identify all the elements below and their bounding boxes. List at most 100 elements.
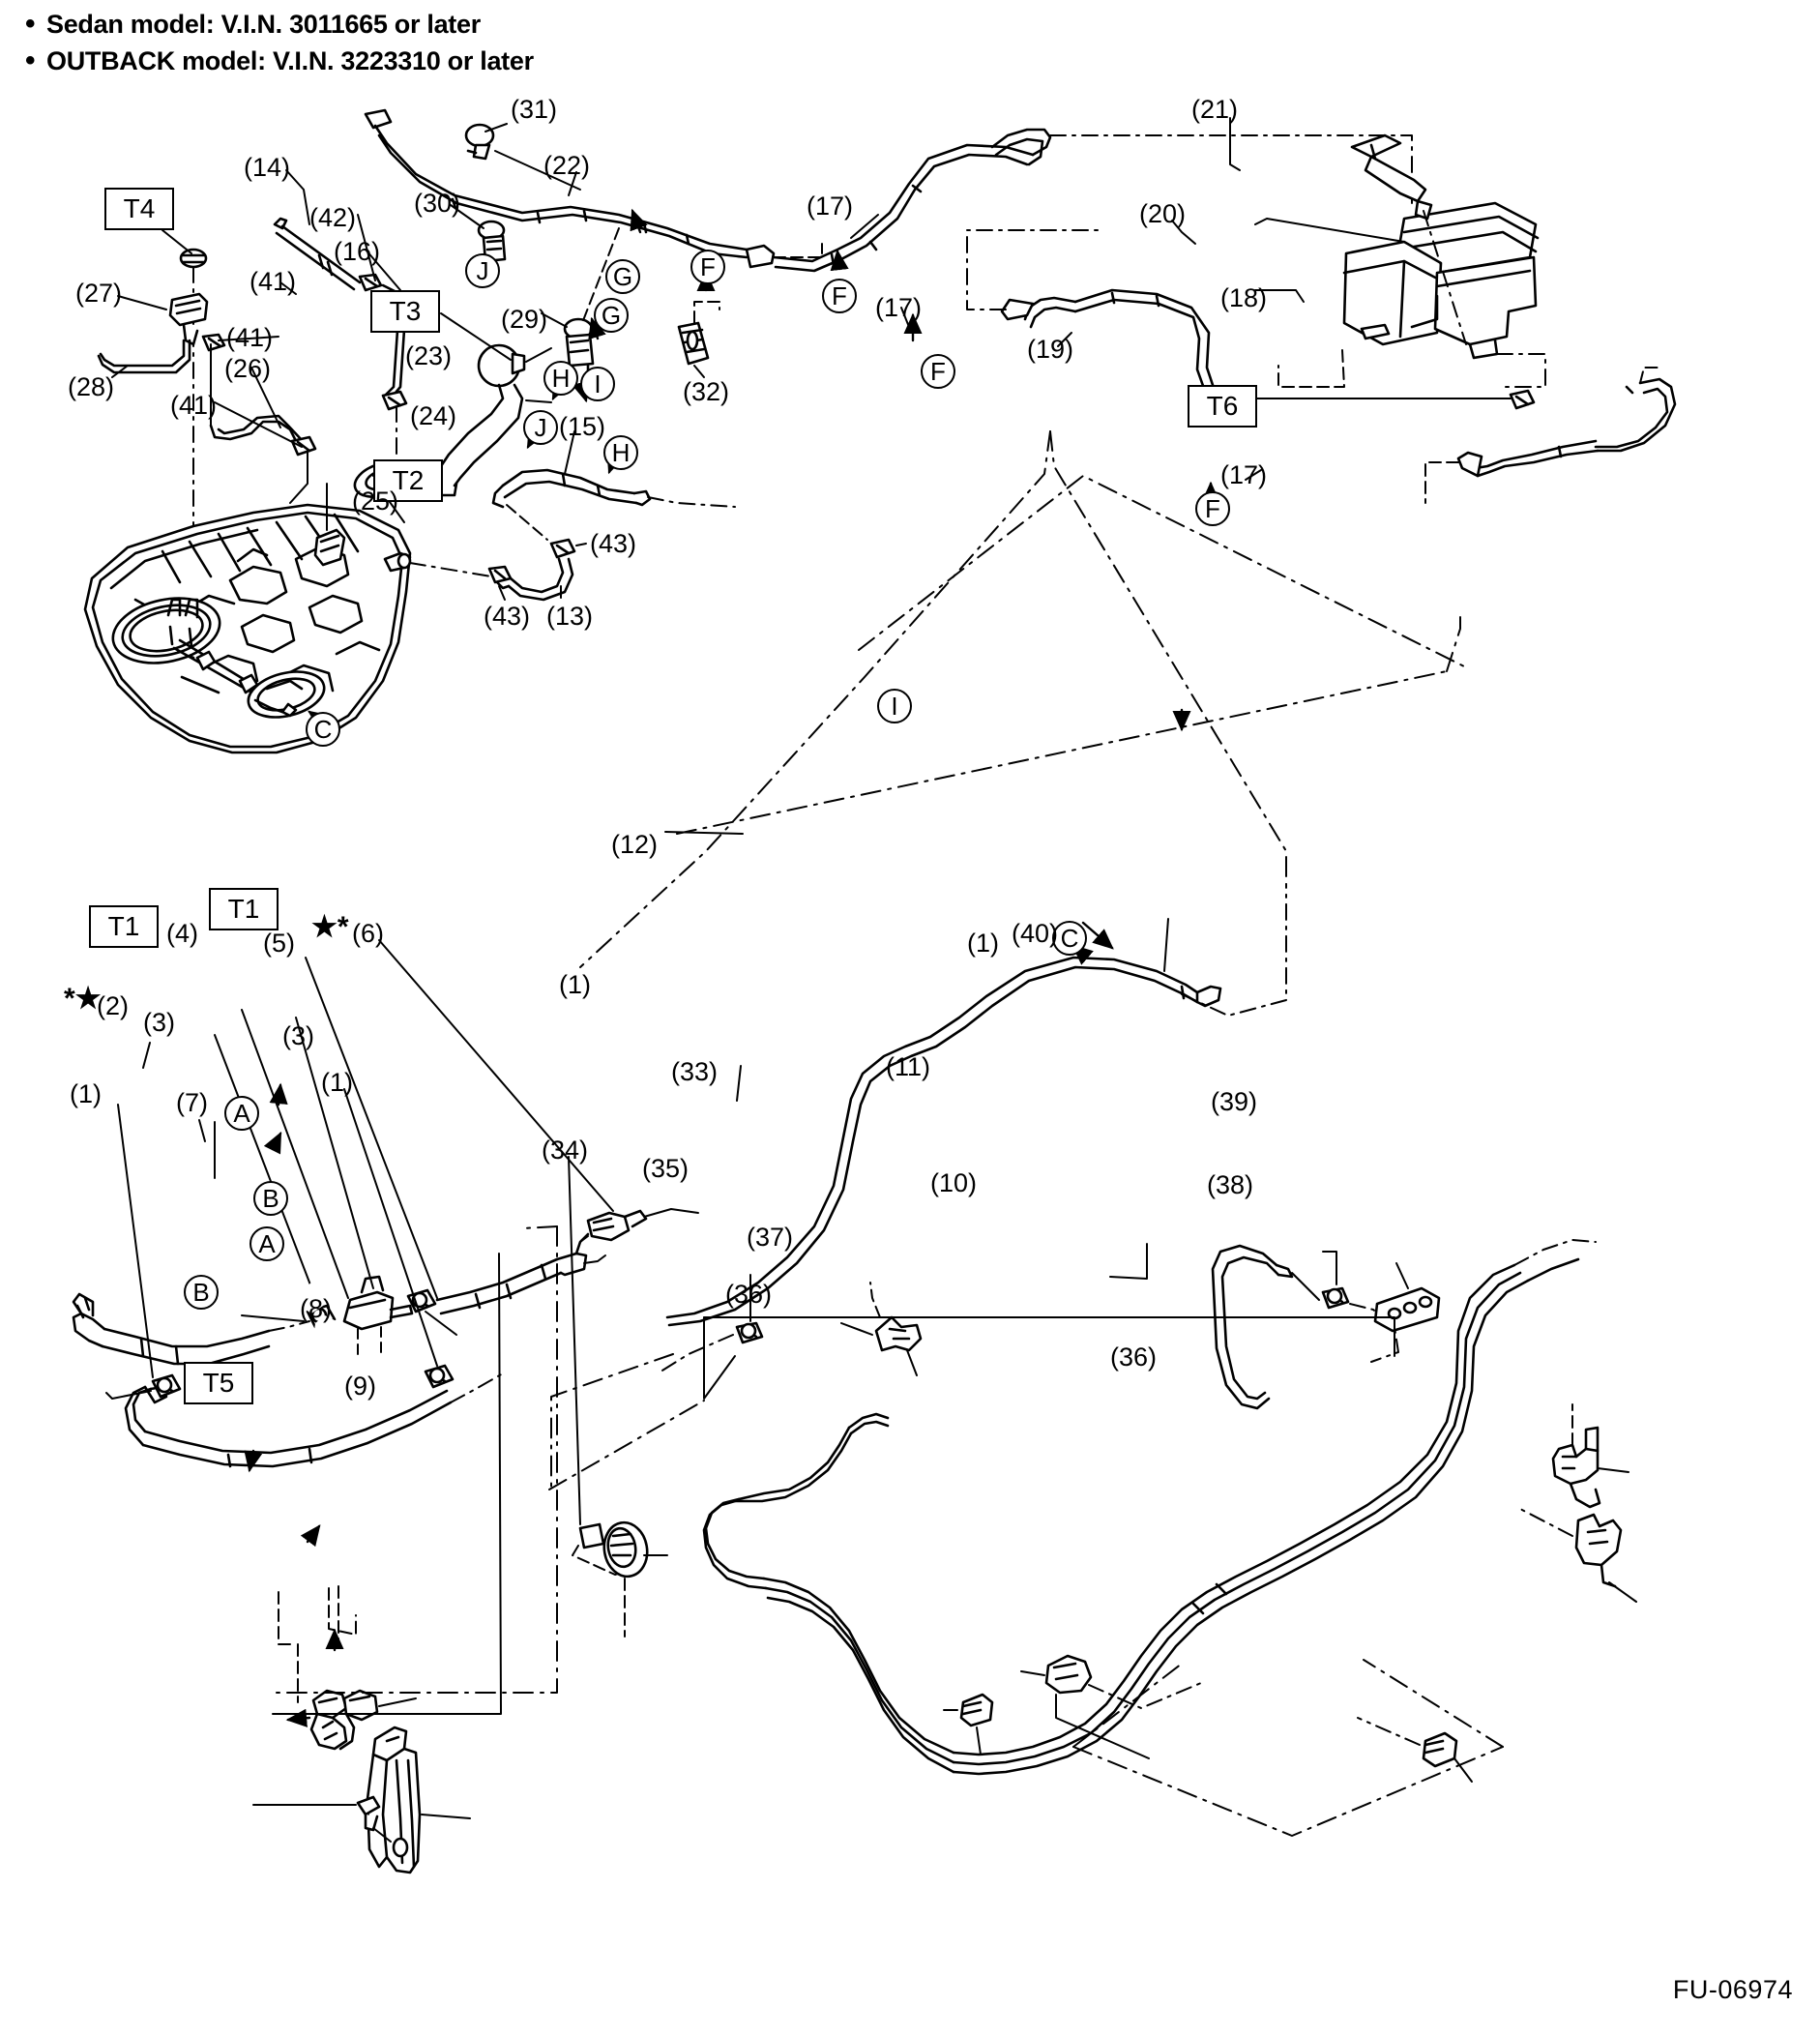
callout-22: (22) (543, 151, 591, 180)
callout-38: (38) (1207, 1170, 1254, 1199)
part-39-bracket (1551, 1426, 1601, 1509)
callout-20: (20) (1139, 199, 1187, 228)
part-4-valve (342, 1275, 414, 1331)
ref-circle-h-1: H (543, 361, 578, 396)
part-t6-clip (1509, 389, 1536, 410)
part-37-clip (1044, 1654, 1093, 1695)
ref-circle-f-4: F (1195, 491, 1230, 526)
part-12-fuel-line (665, 956, 1222, 1327)
callout-41-b: (41) (226, 323, 274, 352)
callout-21: (21) (1191, 95, 1239, 124)
ref-circle-j-1: J (465, 253, 500, 288)
callout-30: (30) (414, 189, 461, 218)
part-43-clip-b (487, 565, 513, 584)
part-41-clip-b (290, 435, 317, 457)
part-1-clip-a (735, 1321, 764, 1344)
note-line-outback: • OUTBACK model: V.I.N. 3223310 or later (25, 43, 534, 79)
callout-9: (9) (344, 1372, 376, 1401)
part-7-hose (124, 1385, 453, 1468)
part-36-clip-b (1422, 1731, 1458, 1768)
ref-circle-j-2: J (523, 410, 558, 445)
part-36-clip-a (959, 1693, 994, 1727)
callout-7: (7) (176, 1088, 208, 1117)
part-17-hose-a (772, 128, 1052, 273)
callout-13: (13) (546, 602, 594, 631)
callout-37: (37) (747, 1223, 794, 1252)
ref-circle-a-1: A (224, 1096, 259, 1131)
callout-23: (23) (405, 341, 453, 370)
callout-3-a: (3) (143, 1008, 175, 1037)
callout-4: (4) (166, 919, 198, 948)
torque-box-t2: T2 (373, 459, 443, 502)
ref-circle-i-2: I (877, 689, 912, 723)
part-43-clip-a (549, 538, 576, 559)
ref-circle-f-3: F (921, 354, 955, 389)
callout-27: (27) (75, 279, 123, 308)
callout-2: (2) (97, 991, 129, 1020)
callout-28: (28) (68, 372, 115, 401)
note-line-sedan: • Sedan model: V.I.N. 3011665 or later (25, 6, 534, 43)
callout-1-e: (1) (967, 929, 999, 958)
callout-5: (5) (263, 929, 295, 958)
callout-17-b: (17) (875, 293, 923, 322)
callout-31: (31) (511, 95, 558, 124)
part-21-clamp (1350, 133, 1433, 221)
part-33-clip (874, 1315, 923, 1352)
torque-box-t5: T5 (184, 1362, 253, 1404)
ref-circle-g-1: G (605, 259, 640, 294)
part-40-protector (1373, 1286, 1441, 1333)
part-t5-bolt (356, 1795, 381, 1832)
part-17-hose-c (1456, 377, 1677, 478)
callout-6: (6) (352, 919, 384, 948)
part-2-hose (72, 1292, 271, 1366)
part-14-hose (273, 217, 362, 291)
ref-circle-h-2: H (603, 435, 638, 470)
header-notes: • Sedan model: V.I.N. 3011665 or later •… (25, 6, 534, 80)
callout-15: (15) (559, 412, 606, 441)
tank-nipple (313, 528, 346, 567)
callout-24: (24) (410, 401, 457, 430)
callout-12: (12) (611, 830, 659, 859)
callout-3-b: (3) (282, 1021, 314, 1050)
callout-18: (18) (1220, 283, 1268, 312)
callout-43-b: (43) (484, 602, 531, 631)
part-22-pipe (364, 108, 749, 259)
torque-box-t3: T3 (370, 290, 440, 333)
part-41-clip-a (201, 333, 226, 352)
ref-circle-b-2: B (184, 1275, 219, 1310)
ref-circle-b-1: B (253, 1181, 288, 1216)
callout-1-b: (1) (321, 1068, 353, 1097)
star-marker-right: ★* (311, 911, 349, 943)
callout-39: (39) (1211, 1087, 1258, 1116)
callout-43-a: (43) (590, 529, 637, 558)
callout-1-c: (1) (70, 1079, 102, 1108)
ref-circle-i-1: I (580, 367, 615, 401)
torque-box-t1-b: T1 (209, 888, 279, 930)
note-text-sedan: Sedan model: V.I.N. 3011665 or later (46, 10, 481, 39)
part-15-hose (491, 468, 652, 509)
part-27-valve (168, 292, 209, 346)
bullet-icon: • (25, 44, 36, 77)
drawing-code: FU-06974 (1672, 1975, 1793, 2004)
part-32-valve (677, 321, 710, 366)
part-1-clip-b (1321, 1286, 1350, 1310)
callout-16: (16) (334, 237, 381, 266)
callout-35: (35) (642, 1154, 690, 1183)
part-28-hose (97, 339, 191, 374)
part-8-clip (300, 1283, 379, 1751)
star-marker-left: *★ (64, 983, 102, 1015)
callout-14: (14) (244, 153, 291, 182)
callout-41-c: (41) (170, 391, 218, 420)
callout-11: (11) (886, 1052, 931, 1081)
part-t4-nut (179, 248, 208, 269)
bullet-icon: • (25, 8, 36, 40)
note-text-outback: OUTBACK model: V.I.N. 3223310 or later (46, 46, 534, 76)
callout-36-b: (36) (1110, 1343, 1158, 1372)
callout-10: (10) (930, 1168, 978, 1197)
ref-circle-a-2: A (250, 1226, 284, 1261)
callout-42: (42) (309, 203, 357, 232)
torque-box-t6: T6 (1188, 385, 1257, 428)
part-1-clip-c (151, 1373, 182, 1399)
part-34-cap (578, 1522, 605, 1549)
callout-41-a: (41) (250, 267, 297, 296)
